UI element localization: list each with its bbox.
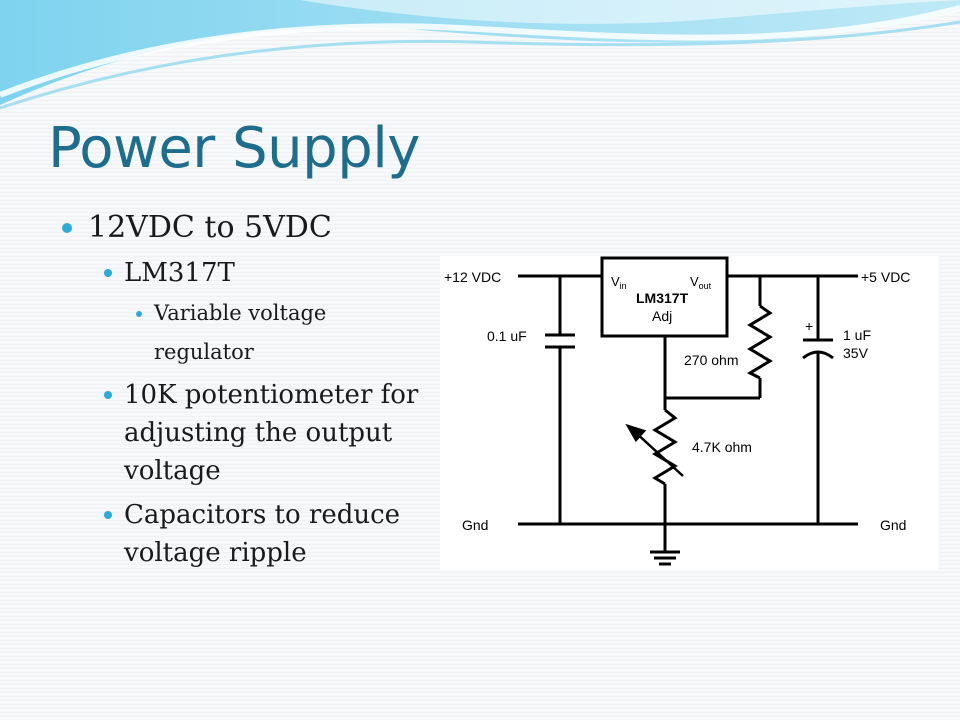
- bullet-item: Variable voltage regulator: [60, 294, 364, 372]
- label-resistor: 270 ohm: [684, 352, 738, 368]
- label-input: +12 VDC: [444, 269, 501, 285]
- bullet-item: 10K potentiometer for adjusting the outp…: [60, 376, 434, 490]
- bullet-text: 10K potentiometer for adjusting the outp…: [124, 380, 419, 486]
- label-vin: Vin: [611, 274, 627, 291]
- bullet-dot: [62, 223, 72, 233]
- header-waves: [0, 0, 960, 110]
- bullet-dot: [136, 311, 142, 317]
- label-adj: Adj: [652, 308, 672, 324]
- bullet-text: LM317T: [124, 258, 235, 288]
- bullet-item: LM317T: [60, 254, 440, 292]
- bullet-dot: [104, 269, 112, 277]
- bullet-item: Capacitors to reduce voltage ripple: [60, 496, 434, 572]
- slide-title: Power Supply: [48, 116, 420, 181]
- label-cap-in: 0.1 uF: [487, 328, 527, 344]
- bullet-list: 12VDC to 5VDC LM317T Variable voltage re…: [60, 208, 440, 572]
- bullet-dot: [104, 391, 112, 399]
- label-cap-out: 1 uF: [843, 327, 871, 343]
- label-potentiometer: 4.7K ohm: [692, 439, 752, 455]
- bullet-text: 12VDC to 5VDC: [88, 210, 332, 245]
- resistor-270: [746, 304, 773, 380]
- potentiometer-arrow: [625, 423, 647, 443]
- label-gnd-left: Gnd: [462, 517, 488, 533]
- potentiometer: [652, 408, 678, 486]
- bullet-text: Capacitors to reduce voltage ripple: [124, 500, 401, 568]
- label-gnd-right: Gnd: [880, 517, 906, 533]
- label-cap-polarity: +: [805, 318, 813, 334]
- label-output: +5 VDC: [861, 269, 910, 285]
- bullet-item: 12VDC to 5VDC: [60, 208, 440, 248]
- circuit-diagram: +12 VDC +5 VDC Vin Vout LM317T Adj 0.1 u…: [440, 256, 938, 570]
- label-vout: Vout: [690, 274, 712, 291]
- label-regulator: LM317T: [636, 290, 689, 306]
- bullet-dot: [104, 511, 112, 519]
- label-cap-voltage: 35V: [843, 345, 869, 361]
- bullet-text: Variable voltage regulator: [154, 301, 327, 364]
